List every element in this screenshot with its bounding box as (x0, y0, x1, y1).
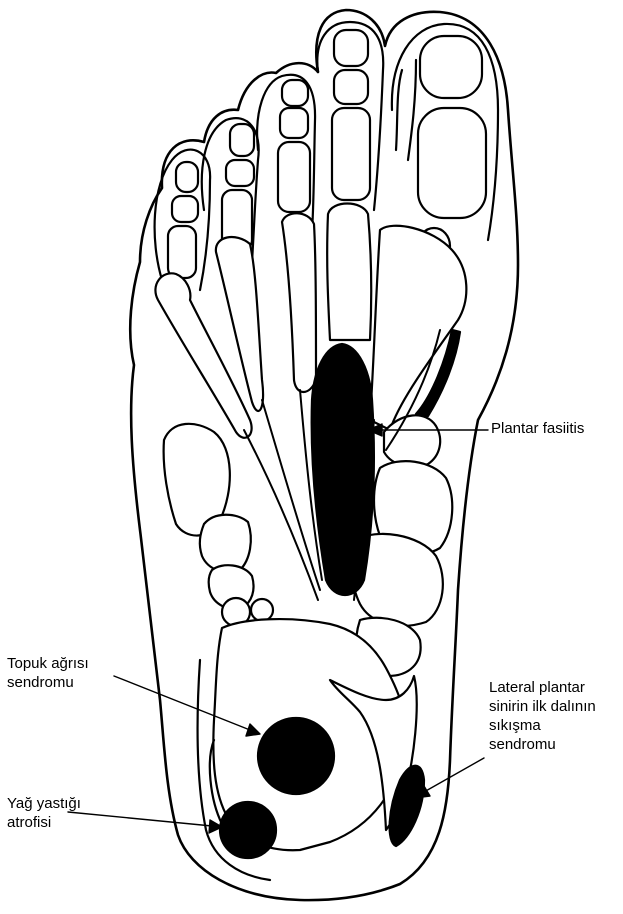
lateral-plantar-nerve-label: Lateral plantar sinirin ilk dalının sıkı… (489, 678, 596, 754)
plantar-fasciitis-line-1: Plantar fasiitis (491, 419, 584, 438)
fat-pad-line-2: atrofisi (7, 813, 81, 832)
heel-pain-syndrome-label: Topuk ağrısı sendromu (7, 654, 89, 692)
heel-pain-area (258, 718, 334, 794)
fat-pad-atrophy-label: Yağ yastığı atrofisi (7, 794, 81, 832)
lateral-line-1: Lateral plantar (489, 678, 596, 697)
lateral-line-3: sıkışma (489, 716, 596, 735)
lateral-line-2: sinirin ilk dalının (489, 697, 596, 716)
heel-pain-line-2: sendromu (7, 673, 89, 692)
plantar-fasciitis-label: Plantar fasiitis (491, 419, 584, 438)
fat-pad-area (220, 802, 276, 858)
lateral-line-4: sendromu (489, 735, 596, 754)
heel-pain-line-1: Topuk ağrısı (7, 654, 89, 673)
fat-pad-line-1: Yağ yastığı (7, 794, 81, 813)
